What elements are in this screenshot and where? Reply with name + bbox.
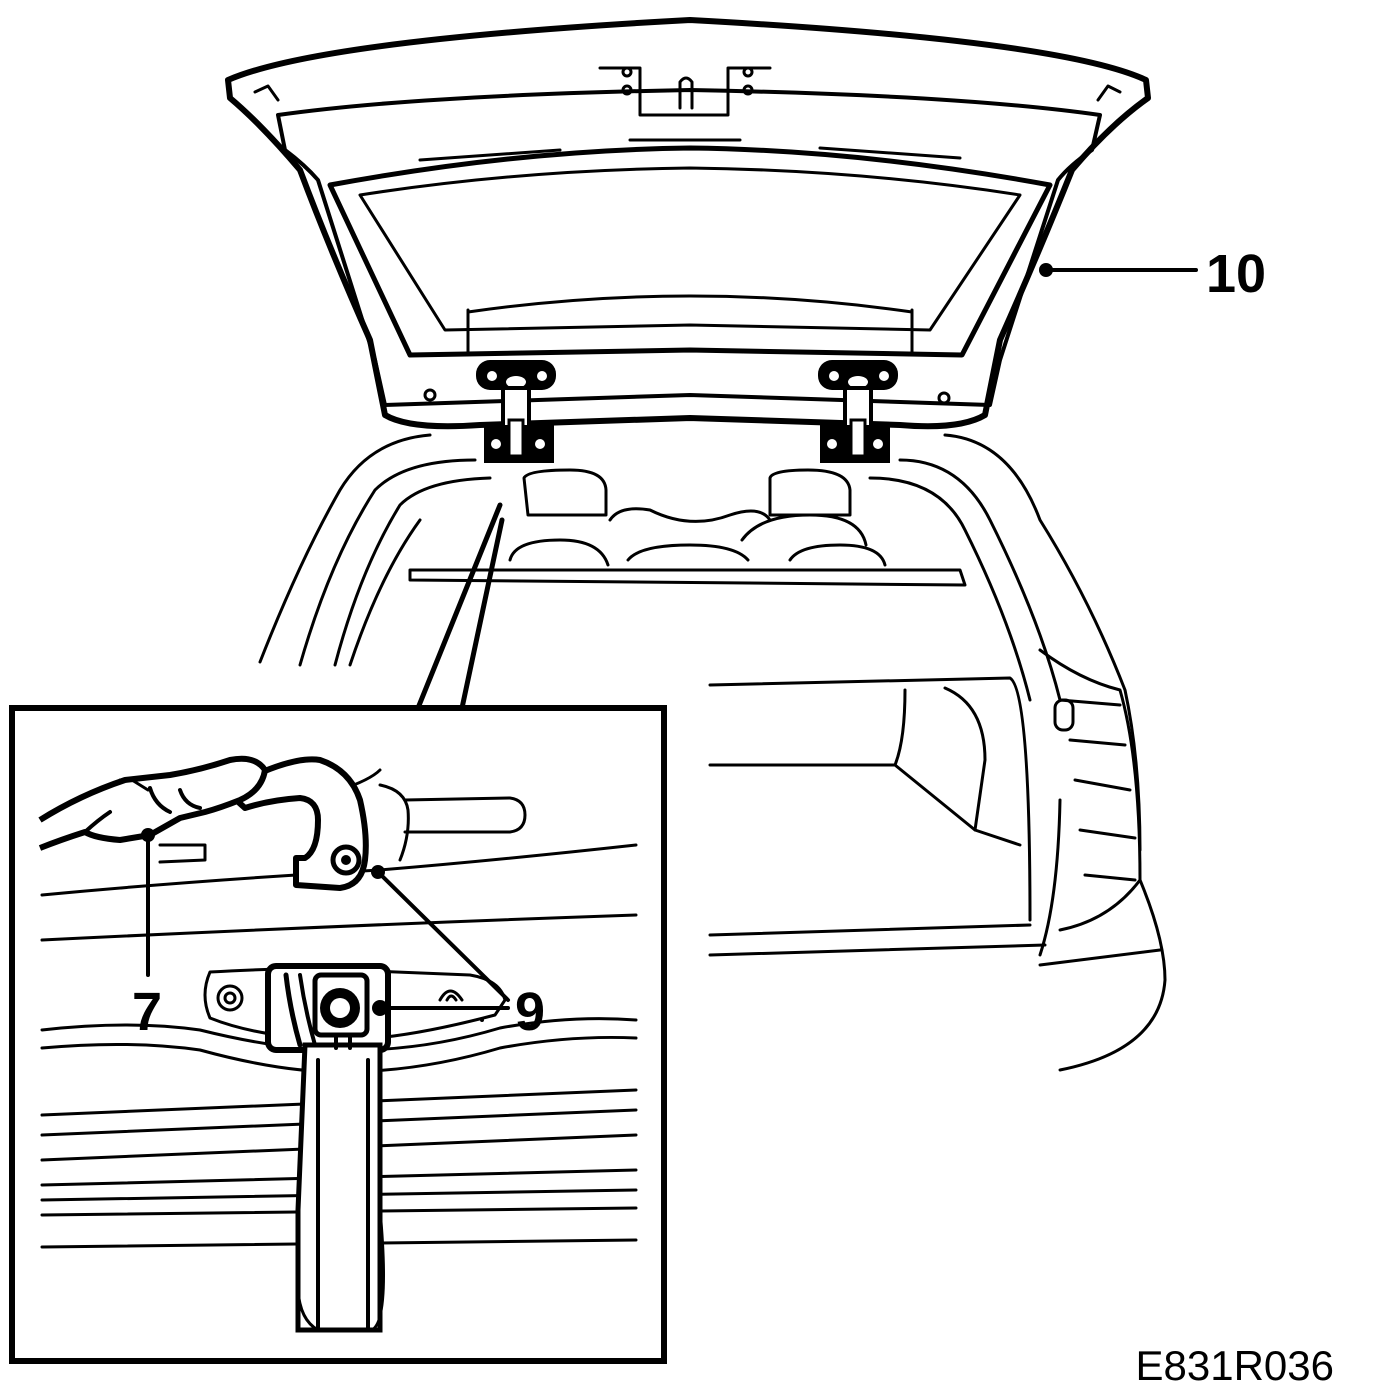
open-tailgate (225, 17, 1151, 430)
callout-7: 7 (132, 982, 162, 1042)
figure-code: E831R036 (1136, 1342, 1335, 1389)
left-hinge (476, 360, 556, 463)
hinge-detail-inset (9, 705, 667, 1364)
callout-9: 9 (515, 982, 545, 1042)
car-rear-body (258, 433, 1167, 1072)
right-hinge (818, 360, 898, 463)
callout-leaders (141, 263, 1198, 1010)
callout-10: 10 (1206, 244, 1266, 304)
